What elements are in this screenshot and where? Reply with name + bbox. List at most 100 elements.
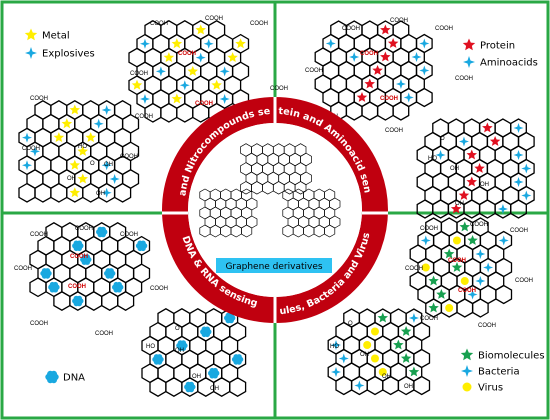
dna-marker [72, 295, 84, 307]
biomolecule-marker [393, 339, 404, 350]
dna-marker [152, 354, 164, 365]
dna-marker [135, 240, 148, 252]
legend-label: Biomolecules [478, 351, 545, 362]
bacteria-marker [408, 313, 419, 323]
metal-marker [211, 79, 222, 90]
explosive-marker [139, 94, 150, 104]
protein-marker [387, 38, 399, 48]
functional-group-ho: HO [146, 344, 155, 350]
aminoacid-marker [395, 79, 406, 89]
dna-marker [184, 381, 196, 393]
hexagon-ring [149, 377, 167, 397]
hexagon-ring [366, 375, 384, 396]
dna-marker [200, 326, 212, 338]
functional-group-oh: OH [450, 166, 459, 172]
protein-marker [364, 78, 375, 89]
metal-marker [195, 24, 206, 35]
graphene-sheets [18, 20, 535, 397]
biomolecule-marker [400, 353, 412, 363]
legend-item-biomolecules: Biomolecules [460, 348, 545, 362]
protein-marker [372, 65, 383, 75]
metal-marker [163, 52, 175, 62]
legend-label: Virus [478, 383, 503, 394]
ring-inner-disc [188, 123, 362, 297]
functional-group-oh: OH [210, 386, 219, 392]
functional-group-cooh: COOH [150, 286, 168, 292]
legend-label: Explosives [42, 49, 95, 60]
functional-group-o: O [348, 321, 353, 327]
legend-item-protein: Protein [462, 38, 515, 52]
functional-group-oh: OH [360, 352, 369, 358]
hexagon-ring [463, 199, 481, 219]
functional-group-cooh: COOH [470, 222, 488, 228]
dna-marker [104, 268, 116, 279]
yellow-dot-icon [462, 382, 472, 392]
functional-group-oh: OH [192, 374, 201, 380]
explosive-marker [203, 38, 214, 49]
protein-marker [458, 190, 470, 200]
biomolecule-marker [436, 289, 447, 299]
aminoacid-marker [403, 92, 414, 103]
biomolecule-marker [408, 366, 420, 377]
functional-group-cooh: COOH [195, 101, 213, 107]
functional-group-cooh: COOH [420, 316, 438, 322]
hexagon-ring [345, 101, 363, 121]
graphene-sheet-dna-top [29, 222, 151, 311]
green-star-icon [460, 348, 474, 361]
biomolecule-marker [459, 221, 470, 232]
functional-group-cooh: COOH [130, 71, 148, 77]
functional-group-o: O [175, 326, 180, 332]
explosive-marker [22, 160, 32, 171]
aminoacid-marker [419, 65, 430, 76]
functional-group-ho: HO [330, 344, 339, 350]
hexagon-ring [165, 377, 183, 397]
hexagon-ring [432, 199, 450, 219]
functional-group-o: O [90, 161, 95, 167]
functional-group-cooh: COOH [360, 51, 378, 57]
functional-group-ho: HO [78, 144, 87, 150]
functional-group-o: O [440, 136, 445, 142]
protein-marker [380, 51, 391, 62]
bacteria-marker [467, 289, 478, 300]
functional-group-cooh: COOH [478, 323, 496, 329]
functional-group-cooh: COOH [30, 96, 48, 102]
virus-marker [370, 327, 379, 336]
legend-item-dna: DNA [45, 370, 85, 384]
aminoacid-marker [349, 52, 360, 62]
hexagon-ring [53, 291, 71, 311]
dna-marker [208, 367, 220, 379]
functional-group-cooh: COOH [405, 266, 423, 272]
functional-group-cooh: COOH [455, 76, 473, 82]
metal-marker [69, 104, 80, 115]
aminoacid-marker [513, 177, 524, 187]
hexagon-ring [241, 224, 253, 238]
aminoacid-marker [419, 38, 430, 49]
functional-group-cooh: COOH [14, 266, 32, 272]
virus-marker [370, 354, 379, 363]
virus-marker [363, 341, 372, 349]
functional-group-oh: OH [175, 348, 184, 354]
hexagon-ring [50, 182, 68, 203]
hexagon-ring [335, 375, 353, 396]
hexagon-ring [416, 199, 434, 219]
legend-item-aminoacids: Aminoacids [463, 56, 538, 69]
explosive-marker [29, 146, 40, 157]
graphene-sheet-metal-bottom [18, 100, 140, 203]
dna-marker [72, 240, 84, 252]
aminoacid-marker [521, 190, 532, 201]
metal-marker [69, 159, 80, 170]
bacteria-marker [331, 340, 341, 350]
legend-label: Metal [42, 31, 70, 42]
functional-group-oh: OH [480, 182, 489, 188]
protein-marker [482, 122, 493, 133]
dna-marker [48, 281, 60, 293]
virus-marker [460, 277, 469, 285]
virus-marker [445, 304, 454, 312]
hexagon-ring [324, 224, 336, 238]
aminoacid-marker [513, 150, 524, 160]
functional-group-cooh: COOH [30, 321, 48, 327]
aminoacid-marker [458, 136, 469, 147]
explosive-marker [195, 52, 206, 63]
protein-marker [356, 92, 368, 102]
hexagon-ring [229, 377, 247, 397]
